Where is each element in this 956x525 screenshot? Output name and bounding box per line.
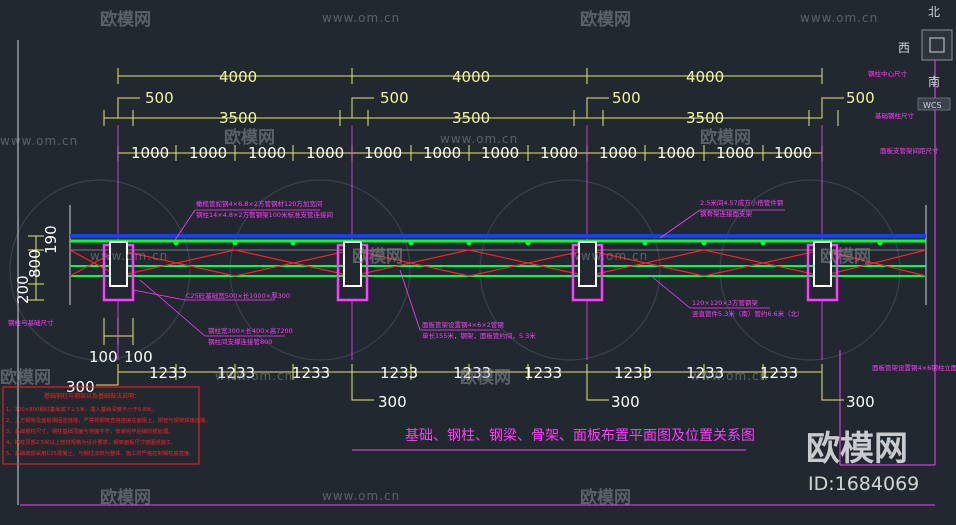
dim-4000-b: 4000	[452, 68, 490, 86]
notes-item-3: 3、基础钢柱尺寸，钢柱基础顶面与地面平齐，安装完毕后做防锈处理。	[6, 427, 174, 435]
watermark-id: ID:1684069	[808, 473, 919, 495]
dim-1233: 1233	[217, 364, 255, 382]
dim-300-d: 300	[846, 393, 875, 411]
annotation-right-note-3: 面板支管架间距尺寸	[880, 146, 939, 155]
watermark-brand: 欧模网	[700, 127, 751, 148]
annotation-top-right-1: 2.5米间4.57成方小搭管件钢	[700, 198, 784, 207]
dim-1000: 1000	[481, 144, 519, 162]
dim-1233: 1233	[760, 364, 798, 382]
dim-1000: 1000	[423, 144, 461, 162]
annotation-right-note-4: 面板管架设置钢4×6钢柱立面	[872, 363, 956, 372]
dim-800: 800	[26, 249, 44, 278]
dim-500-c: 500	[612, 89, 641, 107]
dim-500-d: 500	[846, 89, 875, 107]
watermark-brand: 欧模网	[580, 9, 631, 30]
annotation-mid-2: 单长155米，钢架，面板管约间，5.3米	[422, 331, 536, 340]
footings	[102, 241, 839, 302]
annotation-right-note-1: 钢柱中心尺寸	[868, 69, 908, 78]
watermark-brand: 欧模网	[820, 246, 871, 267]
dim-3500-c: 3500	[686, 109, 724, 127]
dim-3500-b: 3500	[452, 109, 490, 127]
watermark-brand: 欧模网	[224, 127, 275, 148]
watermark-url: www.om.cn	[322, 11, 400, 25]
beam-assembly	[69, 205, 927, 305]
dim-1000-row: 1000 1000 1000 1000 1000 1000 1000 1000 …	[131, 144, 812, 162]
dim-1233: 1233	[149, 364, 187, 382]
dim-190: 190	[42, 225, 60, 254]
dim-1233: 1233	[686, 364, 724, 382]
notes-item-4: 4、钢柱顶部2.5米以上管材规格为设计要求，钢架面板尺寸按图纸施工。	[6, 438, 177, 446]
watermark-brand: 欧模网	[100, 487, 151, 508]
dim-1233: 1233	[614, 364, 652, 382]
compass-wcs: WCS	[923, 101, 942, 110]
watermark-url: www.om.cn	[0, 134, 78, 148]
dim-1000: 1000	[657, 144, 695, 162]
watermark-tiles: 欧模网 www.om.cn 欧模网 www.om.cn 欧模网 www.om.c…	[0, 9, 878, 508]
dim-300-c: 300	[611, 393, 640, 411]
annotation-top-right-2: 钢骨架连接面支架	[700, 209, 753, 218]
dim-1000: 1000	[716, 144, 754, 162]
annotation-rebar-1: 钢柱宽300×长400×高7200	[208, 326, 293, 335]
notes-item-2: 2、上方钢架及面板钢固定连接，严禁将钢架直接连接在面板上，钢管与钢架焊接连接。	[6, 416, 211, 424]
annotation-top-left-2: 钢柱14×4.8×2方管钢架100米标准支管连接间	[196, 210, 333, 219]
annotation-right-note-2: 基础钢柱尺寸	[875, 111, 915, 120]
watermark-brand: 欧模网	[460, 367, 511, 388]
compass-south: 南	[928, 74, 940, 89]
dim-500-a: 500	[145, 89, 174, 107]
annotation-right-1: 120×120×3方管钢架	[692, 298, 758, 307]
dim-500-b: 500	[380, 89, 409, 107]
notes-box: 基础钢柱与钢架以及基础做法说明： 1、300×800钢柱基础底下2.5米，埋入基…	[2, 386, 211, 465]
dim-1000: 1000	[306, 144, 344, 162]
watermark-brand: 欧模网	[352, 246, 403, 267]
leader-lines	[132, 209, 785, 337]
watermark-brand: 欧模网	[580, 487, 631, 508]
notes-item-1: 1、300×800钢柱基础底下2.5米，埋入基础深度不小于0.8米。	[6, 405, 157, 413]
dim-200: 200	[14, 275, 32, 304]
annotation-c25: C25砼基础宽500×长1000×厚300	[186, 291, 290, 300]
dim-1000: 1000	[599, 144, 637, 162]
dim-1000: 1000	[248, 144, 286, 162]
watermark-brand: 欧模网	[0, 367, 51, 388]
dim-4000-c: 4000	[686, 68, 724, 86]
dim-300-b: 300	[378, 393, 407, 411]
notes-title: 基础钢柱与钢架以及基础做法说明：	[44, 392, 140, 400]
watermark-url: www.om.cn	[90, 249, 168, 263]
dim-1000: 1000	[774, 144, 812, 162]
watermark-url: www.om.cn	[570, 249, 648, 263]
dim-1233: 1233	[380, 364, 418, 382]
watermark-url: www.om.cn	[440, 132, 518, 146]
dim-1000: 1000	[189, 144, 227, 162]
watermark-logo-large: 欧模网	[806, 429, 908, 469]
notes-item-5: 5、基础底部采用C25混凝土，与钢柱浇筑为整体，施工时严格控制钢柱垂直度。	[6, 449, 195, 457]
dim-1233: 1233	[292, 364, 330, 382]
dim-1000: 1000	[364, 144, 402, 162]
watermark-brand: 欧模网	[100, 9, 151, 30]
annotation-right-2: 竖直管件5.3米（南）管约6.6米（北）	[692, 309, 804, 318]
column-axis-lines	[117, 125, 823, 360]
dim-3500-a: 3500	[219, 109, 257, 127]
watermark-url: www.om.cn	[215, 369, 293, 383]
annotation-rebar-2: 钢柱间支撑连接管800	[208, 337, 272, 346]
annotation-mid-1: 面板管架设置钢4×6×2管钢	[422, 320, 504, 329]
dim-100-a: 100	[89, 348, 118, 366]
dim-4000-a: 4000	[219, 68, 257, 86]
dim-100-b: 100	[124, 348, 153, 366]
watermark-url: www.om.cn	[690, 369, 768, 383]
dim-1233: 1233	[524, 364, 562, 382]
dim-1233: 1233	[453, 364, 491, 382]
compass-north: 北	[928, 5, 940, 19]
compass-widget[interactable]: 北 西 南 WCS	[898, 5, 953, 111]
drawing-title: 基础、钢柱、钢梁、骨架、面板布置平面图及位置关系图	[405, 427, 755, 444]
drawing-frame	[20, 40, 936, 506]
watermark-url: www.om.cn	[322, 489, 400, 503]
dim-1000: 1000	[131, 144, 169, 162]
compass-west: 西	[898, 41, 910, 55]
watermark-url: www.om.cn	[800, 11, 878, 25]
dim-1000: 1000	[540, 144, 578, 162]
annotation-left-side: 钢柱与基础尺寸	[8, 318, 54, 327]
dim-1233-row: 1233 1233 1233 1233 1233 1233 1233 1233 …	[149, 364, 798, 382]
annotation-top-left-1: 橄榄管蛇钢4×6.8×2方管钢材120方加宽间	[196, 199, 322, 208]
